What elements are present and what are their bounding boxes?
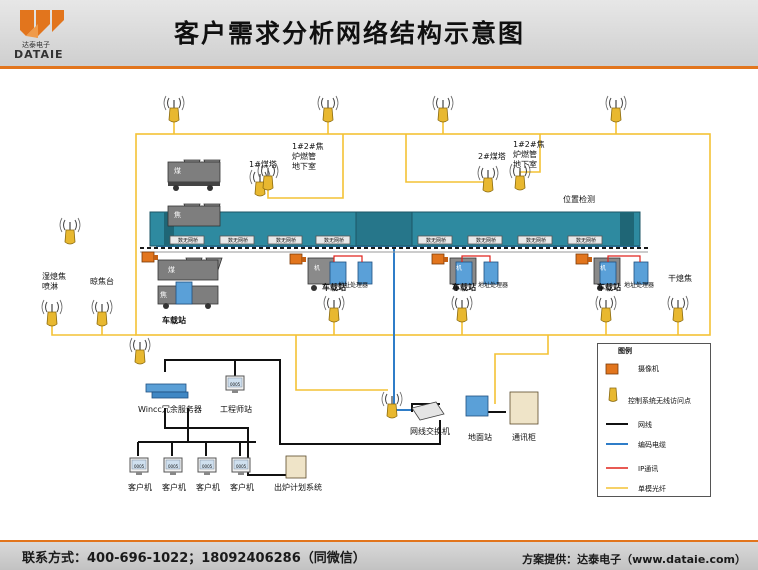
coal-tower-2-label: 2#煤塔	[478, 152, 506, 161]
machine-mark-2: 机	[456, 265, 463, 272]
plan-system-label: 出炉计划系统	[274, 483, 322, 492]
car-station-label-3: 车载站	[597, 283, 621, 292]
legend-camera: 摄像机	[638, 365, 659, 373]
coke-car-mark-top: 焦	[174, 211, 181, 219]
server-label: Wincc冗余服务器	[138, 405, 202, 414]
legend-fiber: 单模光纤	[638, 485, 666, 493]
rail-track	[140, 211, 648, 253]
dataie-logo-icon	[20, 10, 64, 38]
bridge-label-8: 数无网桥	[576, 238, 597, 244]
ground-station-label: 地面站	[468, 433, 492, 442]
car-station-left	[141, 251, 223, 309]
position-detect-label: 位置检测	[563, 195, 595, 204]
dry-quench-label: 干熄焦	[668, 274, 692, 283]
network-lines	[137, 359, 506, 476]
monitor-text-engineer: 0005	[230, 382, 241, 387]
coal-car-mark-left: 煤	[168, 266, 175, 274]
wet-quench-label: 湿熄焦 喷淋	[42, 272, 66, 291]
monitor-text-1: 0005	[134, 464, 145, 469]
bridge-label-3: 数无网桥	[276, 238, 297, 244]
coal-car-top	[167, 159, 221, 191]
bridge-label-2: 数无网桥	[228, 238, 249, 244]
switch-label: 网线交换机	[410, 427, 450, 436]
coke-car-top	[167, 203, 221, 227]
coke-car-mark-left: 焦	[160, 291, 167, 299]
legend-title: 图例	[618, 347, 632, 355]
monitor-text-4: 0005	[236, 464, 247, 469]
processor-label-2: 地址处理器	[478, 282, 509, 289]
bridge-label-4: 数无网桥	[324, 238, 345, 244]
coal-car-mark-top: 煤	[174, 167, 181, 175]
cabinet-label: 通讯柜	[512, 433, 536, 442]
machine-mark-3: 机	[600, 265, 607, 272]
basement-2-label: 1#2#焦 炉燃管 地下室	[513, 140, 545, 169]
wireless-bridges	[169, 235, 603, 245]
monitor-text-2: 0005	[168, 464, 179, 469]
legend-ip: IP通讯	[638, 465, 659, 473]
coke-platform-label: 晾焦台	[90, 277, 114, 286]
basement-1-label: 1#2#焦 炉燃管 地下室	[292, 142, 324, 171]
control-room	[129, 375, 539, 479]
bridge-label-5: 数无网桥	[426, 238, 447, 244]
client-label-3: 客户机	[196, 483, 220, 492]
brand-en: DATAIE	[14, 48, 64, 61]
processor-label-3: 地址处理器	[624, 282, 655, 289]
legend-symbols	[605, 363, 628, 489]
bridge-label-1: 数无网桥	[178, 238, 199, 244]
machine-mark-1: 机	[314, 265, 321, 272]
legend: 图例 摄像机 控制系统无线访问点 网线 编码电缆 IP通讯 单模光纤	[597, 343, 711, 497]
client-label-4: 客户机	[230, 483, 254, 492]
processor-label-1: 地址处理器	[338, 282, 369, 289]
legend-wireless: 控制系统无线访问点	[628, 397, 691, 405]
legend-coded-cable: 编码电缆	[638, 441, 666, 449]
client-label-2: 客户机	[162, 483, 186, 492]
header-bar: 达泰电子 DATAIE 客户需求分析网络结构示意图	[0, 0, 758, 69]
legend-network: 网线	[638, 421, 652, 429]
coal-tower-1-label: 1#煤塔	[249, 160, 277, 169]
car-station-group	[289, 253, 649, 291]
contact-info: 联系方式：400-696-1022；18092406286（同微信）	[22, 551, 366, 566]
bridge-label-7: 数无网桥	[526, 238, 547, 244]
monitor-text-3: 0005	[202, 464, 213, 469]
page-title: 客户需求分析网络结构示意图	[174, 19, 526, 48]
bridge-label-6: 数无网桥	[476, 238, 497, 244]
client-label-1: 客户机	[128, 483, 152, 492]
footer-bar: 联系方式：400-696-1022；18092406286（同微信） 方案提供：…	[0, 540, 758, 570]
engineer-station-label: 工程师站	[220, 405, 252, 414]
car-station-label-left: 车载站	[162, 316, 186, 325]
car-station-label-1: 车载站	[322, 283, 346, 292]
solution-credit: 方案提供：达泰电子（www.dataie.com）	[522, 553, 746, 566]
brand-cn: 达泰电子	[22, 41, 50, 49]
car-station-label-2: 车载站	[452, 283, 476, 292]
